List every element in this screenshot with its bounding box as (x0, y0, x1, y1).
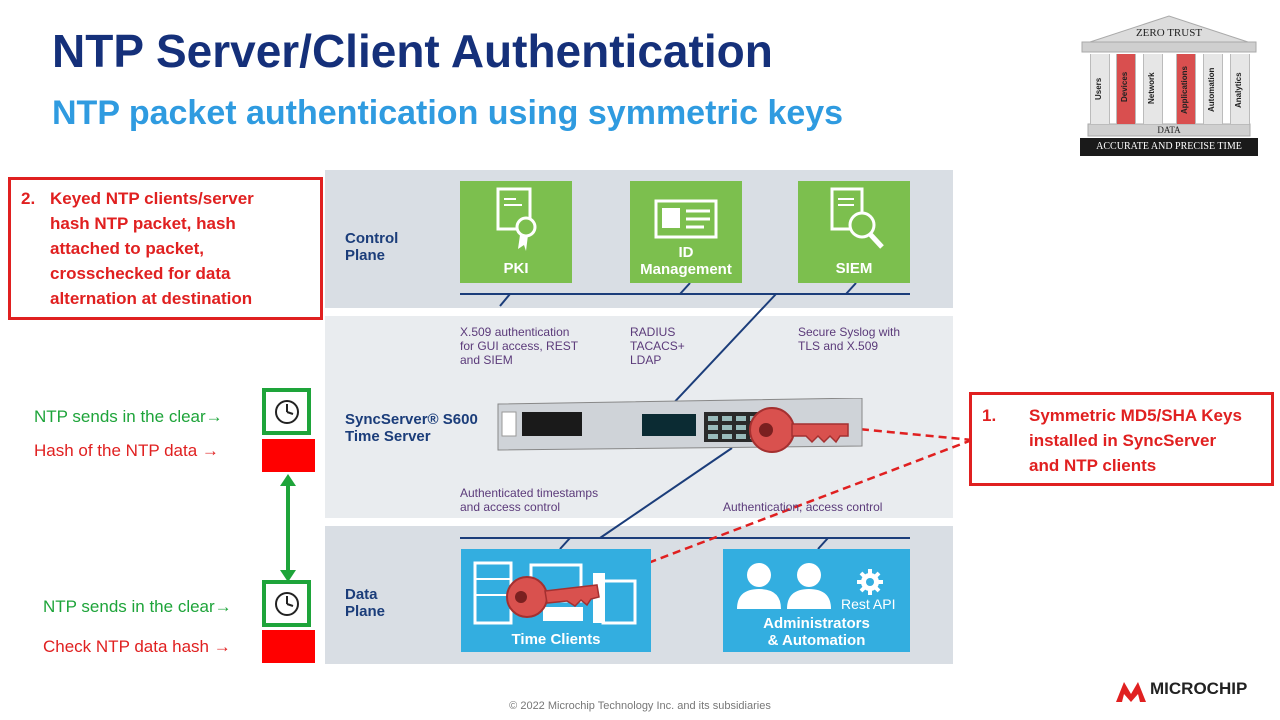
note-line: TACACS+ (630, 339, 685, 353)
data-plane-label-line: Data (345, 586, 378, 603)
note-text: Symmetric MD5/SHA Keys installed in Sync… (1029, 403, 1242, 478)
administrators-label-line: Administrators (763, 615, 870, 632)
pillar-users (1090, 54, 1110, 124)
zero-trust-graphic: ZERO TRUST Users Devices Network Applica… (1080, 14, 1258, 156)
pillar-automation (1203, 54, 1223, 124)
administrators-label: Administrators & Automation (723, 615, 910, 649)
bottom-packet-box (262, 580, 311, 627)
administrators-label-line: & Automation (767, 632, 866, 649)
note-line: LDAP (630, 353, 662, 367)
microchip-logo-icon (1116, 682, 1146, 702)
clock-icon (275, 592, 299, 616)
top-hash-label: Hash of the NTP data → (34, 441, 219, 460)
note-line: and access control (460, 500, 561, 514)
note-line: installed in SyncServer (1029, 431, 1217, 450)
rest-api-label: Rest API (841, 596, 896, 612)
slide-subtitle: NTP packet authentication using symmetri… (52, 94, 844, 132)
slide-title: NTP Server/Client Authentication (52, 25, 773, 77)
microchip-logo-text: MICROCHIP (1150, 679, 1248, 698)
note-text: Keyed NTP clients/server hash NTP packet… (50, 186, 254, 311)
time-clients-label: Time Clients (511, 631, 601, 648)
x509-note: X.509 authentication for GUI access, RES… (460, 325, 578, 367)
time-clients-box: Time Clients (461, 549, 651, 652)
zero-trust-roof (1080, 15, 1258, 156)
clock-icon (275, 400, 299, 424)
client-key-icon (506, 576, 600, 618)
note-keyed-ntp: 2. Keyed NTP clients/server hash NTP pac… (8, 177, 323, 320)
control-plane-label: Control Plane (345, 230, 398, 264)
note-line: hash NTP packet, hash (50, 214, 236, 233)
note-line: and SIEM (460, 353, 513, 367)
note-line: crosschecked for data (50, 264, 231, 283)
note-line: TLS and X.509 (798, 339, 879, 353)
note-line: for GUI access, REST (460, 339, 579, 353)
pki-label: PKI (503, 260, 529, 277)
siem-label: SIEM (835, 260, 873, 277)
syslog-note: Secure Syslog with TLS and X.509 (798, 325, 900, 353)
zero-trust-data-label: DATA (1157, 125, 1181, 135)
siem-box: SIEM (798, 181, 910, 283)
id-management-label: ID Management (630, 244, 742, 278)
zero-trust-top-label: ZERO TRUST (1135, 27, 1203, 39)
pillar-analytics (1230, 54, 1250, 124)
note-line: RADIUS (630, 325, 676, 339)
note-line: Keyed NTP clients/server (50, 189, 254, 208)
bottom-clear-label: NTP sends in the clear→ (43, 597, 232, 616)
administrators-box: Rest API Administrators & Automation (723, 549, 910, 652)
note-symmetric-keys: 1. Symmetric MD5/SHA Keys installed in S… (969, 392, 1274, 486)
pillar-network (1143, 54, 1163, 124)
pillar-devices (1116, 54, 1136, 124)
note-number: 1. (982, 406, 997, 425)
gear-icon (857, 569, 883, 595)
top-clear-label: NTP sends in the clear→ (34, 407, 223, 426)
time-server-label: SyncServer® S600 Time Server (345, 411, 478, 445)
bottom-hash-label: Check NTP data hash → (43, 637, 231, 656)
id-management-label-line: Management (640, 261, 732, 278)
magnifier-document-icon (830, 187, 884, 249)
authenticated-timestamps-note: Authenticated timestamps and access cont… (460, 486, 598, 514)
id-management-box: ID Management (630, 181, 742, 283)
time-server-label-line: Time Server (345, 428, 431, 445)
id-card-icon (654, 199, 718, 239)
note-line: attached to packet, (50, 239, 204, 258)
id-management-label-line: ID (678, 244, 694, 261)
note-line: X.509 authentication (460, 325, 570, 339)
time-server-label-line: SyncServer® S600 (345, 411, 478, 428)
pki-box: PKI (460, 181, 572, 283)
note-line: alternation at destination (50, 289, 253, 308)
note-line: and NTP clients (1029, 456, 1157, 475)
control-plane-label-line: Control (345, 230, 399, 247)
note-number: 2. (21, 189, 36, 208)
note-line: Symmetric MD5/SHA Keys (1029, 406, 1242, 425)
symmetric-key-icon (749, 407, 849, 453)
certificate-icon (496, 187, 537, 251)
note-line: Secure Syslog with (798, 325, 901, 339)
copyright-footer: © 2022 Microchip Technology Inc. and its… (509, 700, 771, 712)
users-icon (737, 563, 831, 609)
radius-note: RADIUS TACACS+ LDAP (630, 325, 685, 367)
zero-trust-banner: ACCURATE AND PRECISE TIME (1096, 141, 1242, 152)
note-line: Authenticated timestamps (460, 486, 599, 500)
bottom-hash-block (262, 630, 315, 663)
data-plane-label: Data Plane (345, 586, 385, 620)
control-plane-label-line: Plane (345, 247, 386, 264)
data-plane-label-line: Plane (345, 603, 386, 620)
authentication-access-note: Authentication, access control (723, 500, 883, 514)
top-packet-box (262, 388, 311, 435)
top-hash-block (262, 439, 315, 472)
pillar-applications (1176, 54, 1196, 124)
